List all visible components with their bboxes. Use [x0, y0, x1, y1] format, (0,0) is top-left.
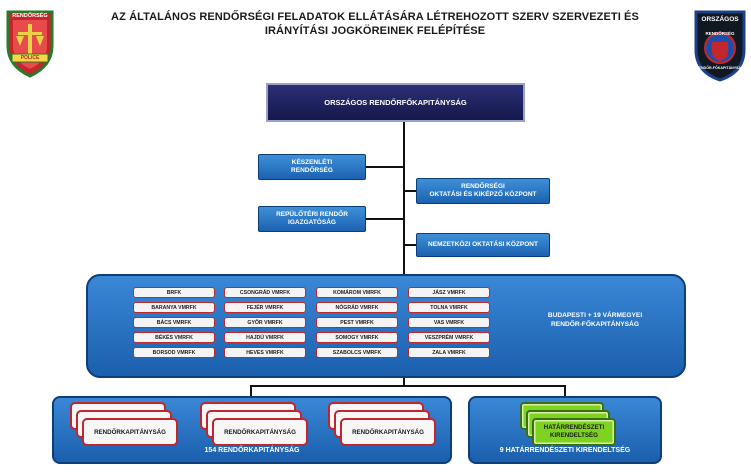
left-emblem-top-text: RENDŐRSÉG [12, 13, 48, 19]
county-hq-item: SOMOGY VMRFK [316, 332, 398, 343]
county-hq-item: TOLNA VMRFK [408, 302, 490, 313]
right-emblem-middle-text: RENDŐRSÉG [705, 31, 735, 36]
keszenleti-rendorseg-box: KÉSZENLÉTI RENDŐRSÉG [258, 154, 366, 180]
connector-oktatasi [404, 190, 416, 192]
title-line-2: IRÁNYÍTÁSI JOGKÖREINEK FELÉPÍTÉSE [264, 25, 486, 37]
page-title: AZ ÁLTALÁNOS RENDŐRSÉGI FELADATOK ELLÁTÁ… [95, 10, 655, 38]
repuloteri-igazgatosag-box: REPÜLŐTÉRI RENDŐR IGAZGATÓSÁG [258, 206, 366, 232]
border-card-line-2: KIRENDELTSÉG [549, 432, 598, 439]
orfk-box: ORSZÁGOS RENDŐRFŐKAPITÁNYSÁG [266, 83, 525, 122]
nemzetkozi-oktatasi-kozpont-box: NEMZETKÖZI OKTATÁSI KÖZPONT [416, 233, 550, 257]
station-card: RENDŐRKAPITÁNYSÁG [82, 418, 178, 446]
right-emblem-bottom-text: RENDŐR-FŐKAPITÁNYSÁG [696, 66, 744, 70]
vertical-to-bottom [403, 378, 405, 386]
oktatasi-line-2: OKTATÁSI ÉS KIKÉPZŐ KÖZPONT [429, 191, 537, 198]
drop-border-line [564, 385, 566, 398]
oktatasi-kikepzo-kozpont-box: RENDŐRSÉGI OKTATÁSI ÉS KIKÉPZŐ KÖZPONT [416, 178, 550, 204]
county-hq-item: JÁSZ VMRFK [408, 287, 490, 298]
county-hq-item: CSONGRÁD VMRFK [224, 287, 306, 298]
county-hq-item: VAS VMRFK [408, 317, 490, 328]
county-hq-item: FEJÉR VMRFK [224, 302, 306, 313]
county-hq-item: HEVES VMRFK [224, 347, 306, 358]
repuloteri-line-1: REPÜLŐTÉRI RENDŐR [276, 211, 348, 218]
county-hq-item: BÁCS VMRFK [133, 317, 215, 328]
county-hq-item: BRFK [133, 287, 215, 298]
orfk-label: ORSZÁGOS RENDŐRFŐKAPITÁNYSÁG [324, 98, 467, 107]
county-hq-item: BARANYA VMRFK [133, 302, 215, 313]
oktatasi-line-1: RENDŐRSÉGI [461, 183, 505, 190]
drop-station-line [250, 385, 252, 398]
repuloteri-line-2: IGAZGATÓSÁG [288, 219, 336, 226]
county-hq-item: KOMÁROM VMRFK [316, 287, 398, 298]
county-hq-item: PEST VMRFK [316, 317, 398, 328]
county-hq-item: ZALA VMRFK [408, 347, 490, 358]
county-hq-item: VESZPRÉM VMRFK [408, 332, 490, 343]
border-card-line-1: HATÁRRENDÉSZETI [543, 424, 605, 431]
county-hq-item: SZABOLCS VMRFK [316, 347, 398, 358]
station-card: RENDŐRKAPITÁNYSÁG [340, 418, 436, 446]
county-hq-item: NÓGRÁD VMRFK [316, 302, 398, 313]
county-hq-item: BORSOD VMRFK [133, 347, 215, 358]
title-line-1: AZ ÁLTALÁNOS RENDŐRSÉGI FELADATOK ELLÁTÁ… [111, 11, 639, 23]
county-label-line-2: RENDŐR-FŐKAPITÁNYSÁG [551, 321, 639, 328]
bottom-horizontal-line [250, 385, 566, 387]
keszenleti-line-1: KÉSZENLÉTI [291, 159, 333, 166]
station-panel-label: 154 RENDŐRKAPITÁNYSÁG [204, 447, 300, 454]
station-card: RENDŐRKAPITÁNYSÁG [212, 418, 308, 446]
left-emblem-bottom-text: POLICE [20, 55, 40, 61]
right-police-emblem: ORSZÁGOS RENDŐRSÉG RENDŐR-FŐKAPITÁNYSÁG [692, 8, 748, 82]
right-emblem-top-text: ORSZÁGOS [701, 16, 739, 23]
connector-repuloteri [366, 218, 404, 220]
connector-nemzetkozi [404, 244, 416, 246]
border-panel-label: 9 HATÁRRENDÉSZETI KIRENDELTSÉG [499, 447, 631, 454]
nemzetkozi-line-1: NEMZETKÖZI OKTATÁSI KÖZPONT [428, 241, 538, 248]
county-hq-item: HAJDÚ VMRFK [224, 332, 306, 343]
county-hq-item: GYŐR VMRFK [224, 317, 306, 328]
connector-keszenleti [366, 166, 404, 168]
main-vertical-line [403, 122, 405, 280]
keszenleti-line-2: RENDŐRSÉG [291, 167, 333, 174]
county-hq-item: BÉKÉS VMRFK [133, 332, 215, 343]
county-label-line-1: BUDAPESTI + 19 VÁRMEGYEI [547, 312, 643, 319]
left-police-emblem: RENDŐRSÉG POLICE [4, 6, 56, 78]
county-panel-label: BUDAPESTI + 19 VÁRMEGYEI RENDŐR-FŐKAPITÁ… [520, 311, 670, 329]
